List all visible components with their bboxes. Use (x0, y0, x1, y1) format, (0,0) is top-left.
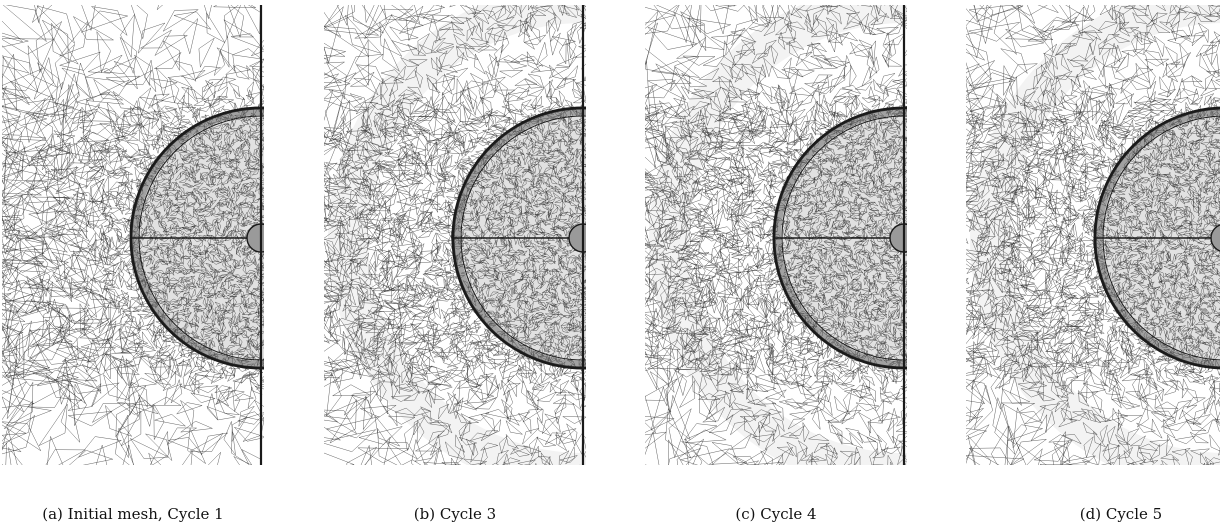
panel-a-mesh (2, 5, 264, 465)
caption-a: (a) Initial mesh, Cycle 1 (42, 505, 224, 523)
panel-b-mesh (324, 5, 586, 465)
mesh-triangles (966, 5, 1220, 465)
mesh-svg (966, 5, 1220, 465)
refined-band (328, 5, 586, 465)
caption-b: (b) Cycle 3 (413, 505, 497, 523)
mesh-svg (2, 5, 264, 465)
mesh-svg (645, 5, 907, 465)
refined-band (970, 5, 1220, 465)
hub-circle (1210, 224, 1220, 252)
refined-band (649, 5, 907, 465)
mesh-triangles (324, 5, 586, 465)
caption-d: (d) Cycle 5 (1079, 505, 1163, 523)
caption-c: (c) Cycle 4 (735, 505, 817, 523)
panel-c-mesh (645, 5, 907, 465)
panel-d-mesh (966, 5, 1220, 465)
mesh-svg (324, 5, 586, 465)
